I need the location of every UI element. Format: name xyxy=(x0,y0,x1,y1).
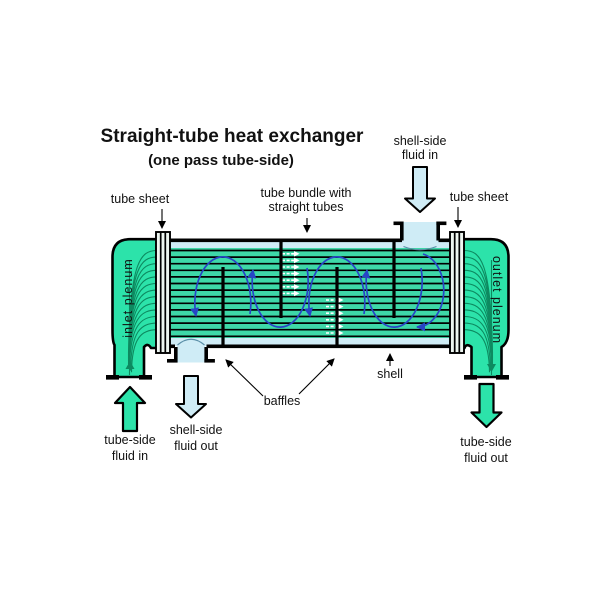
inlet-plenum-flow-lines xyxy=(127,249,158,375)
tube-sheet-right-label: tube sheet xyxy=(449,190,509,204)
shell-side-out-label-line2: fluid out xyxy=(174,439,218,453)
tube-sheet-left-label: tube sheet xyxy=(110,192,170,206)
shell-flow-arrows xyxy=(190,253,445,332)
tube-side-in-label: tube-side fluid in xyxy=(80,432,180,464)
tube-sheet-right-plate xyxy=(449,231,465,354)
inlet-plenum xyxy=(106,237,160,380)
shell-side-out-label-line1: shell-side xyxy=(169,423,223,437)
shell-outlet-nozzle xyxy=(167,338,215,363)
baffles-pointer-right xyxy=(298,358,335,395)
tube-side-out-label-line1: tube-side xyxy=(460,435,512,449)
tube-side-in-label-line1: tube-side xyxy=(104,433,156,447)
tube-side-out-label-line2: fluid out xyxy=(464,451,508,465)
tube-side-out-arrow xyxy=(470,382,503,429)
tube-bundle-label-line2: straight tubes xyxy=(268,200,344,214)
tube-bundle-region xyxy=(170,248,451,338)
tube-side-out-label: tube-side fluid out xyxy=(436,434,536,466)
shell-inlet-nozzle xyxy=(393,221,447,251)
shell-side-in-label: shell-side fluid in xyxy=(370,134,470,162)
tube-side-in-arrow xyxy=(113,385,147,433)
shell-label: shell xyxy=(377,367,403,381)
outlet-plenum xyxy=(461,237,510,380)
outlet-plenum-flow-lines xyxy=(463,249,494,375)
baffles-label: baffles xyxy=(263,394,301,408)
shell-side-in-label-line2: fluid in xyxy=(401,148,439,162)
baffles-pointer-left xyxy=(225,359,264,397)
baffles-plates xyxy=(221,241,396,345)
outlet-plenum-label: outlet plenum xyxy=(490,255,504,345)
tube-bundle-label: tube bundle with straight tubes xyxy=(246,186,366,214)
shell-side-out-label: shell-side fluid out xyxy=(146,422,246,454)
tube-bundle-label-line1: tube bundle with xyxy=(260,186,352,200)
label-pointers xyxy=(158,207,462,397)
inlet-plenum-label: inlet plenum xyxy=(121,258,135,338)
shell-side-out-arrow xyxy=(175,375,207,419)
shell-side-in-arrow xyxy=(404,166,436,213)
tube-sheet-left-plate xyxy=(155,231,171,354)
shell-side-in-label-line1: shell-side xyxy=(393,134,447,148)
page-subtitle: (one pass tube-side) xyxy=(148,152,294,169)
tube-side-in-label-line2: fluid in xyxy=(111,449,149,463)
page-title: Straight-tube heat exchanger xyxy=(100,126,364,147)
